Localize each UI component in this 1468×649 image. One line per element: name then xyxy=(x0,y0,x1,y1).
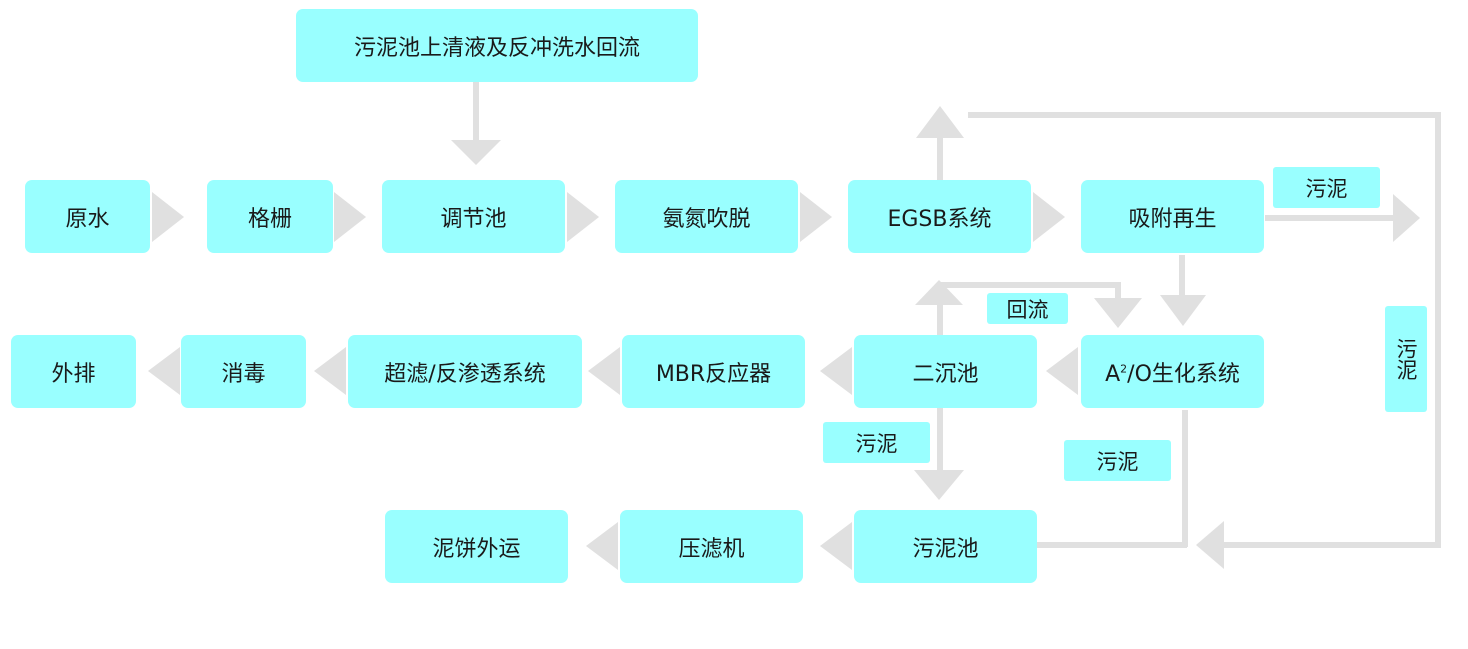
arrow-regulating-to-ammonia xyxy=(567,192,599,242)
arrow-press-to-cake xyxy=(586,522,618,570)
ao-sludge-vertical-line xyxy=(1182,410,1188,547)
arrow-disinfection-to-discharge xyxy=(148,347,180,395)
sludge-label-top: 污泥 xyxy=(1273,167,1380,208)
return-flow-text: 污泥池上清液及反冲洗水回流 xyxy=(353,35,640,61)
return-flow-arrowhead xyxy=(451,140,501,165)
sludge-label-left-text: 污泥 xyxy=(855,431,898,456)
return-label: 回流 xyxy=(987,293,1068,324)
ammonia-stripping-text: 氨氮吹脱 xyxy=(662,206,751,232)
uf-ro-text: 超滤/反渗透系统 xyxy=(384,361,546,387)
sludge-label-left: 污泥 xyxy=(823,422,930,463)
outer-return-arrowhead xyxy=(1196,521,1224,569)
arrow-ufro-to-disinfection xyxy=(314,347,346,395)
sludge-cake-text: 泥饼外运 xyxy=(432,536,521,562)
outer-bottom-line xyxy=(1220,542,1441,548)
disinfection-text: 消毒 xyxy=(221,361,266,387)
adsorption-box: 吸附再生 xyxy=(1081,180,1264,253)
disinfection-box: 消毒 xyxy=(181,335,306,408)
arrow-ao-to-clarifier xyxy=(1046,347,1078,395)
regulating-tank-text: 调节池 xyxy=(440,206,507,232)
uf-ro-box: 超滤/反渗透系统 xyxy=(348,335,582,408)
regulating-tank-box: 调节池 xyxy=(382,180,565,253)
return-flow-box: 污泥池上清液及反冲洗水回流 xyxy=(296,9,698,82)
arrow-egsb-to-adsorption xyxy=(1033,192,1065,242)
adsorption-text: 吸附再生 xyxy=(1128,206,1217,232)
return-label-text: 回流 xyxy=(1006,297,1049,322)
secondary-clarifier-text: 二沉池 xyxy=(912,361,979,387)
recycle-right-line xyxy=(1115,282,1121,298)
return-flow-line xyxy=(473,82,479,140)
adsorption-to-ao-arrowhead xyxy=(1160,295,1206,326)
clarifier-sludge-arrowhead xyxy=(914,470,964,500)
discharge-box: 外排 xyxy=(11,335,136,408)
egsb-up-line xyxy=(937,132,943,180)
ao-sludge-horizontal-line xyxy=(1037,542,1187,548)
grille-box: 格栅 xyxy=(207,180,333,253)
sludge-label-vertical-text: 污泥 xyxy=(1394,338,1418,380)
outer-right-line xyxy=(1435,112,1441,548)
a2o-suffix: /O生化系统 xyxy=(1127,361,1240,387)
adsorption-sludge-arrowhead xyxy=(1393,194,1420,242)
sludge-cake-box: 泥饼外运 xyxy=(385,510,568,583)
sludge-label-mid: 污泥 xyxy=(1064,440,1171,481)
adsorption-sludge-line xyxy=(1265,215,1393,221)
raw-water-text: 原水 xyxy=(65,206,110,232)
raw-water-box: 原水 xyxy=(25,180,150,253)
clarifier-sludge-line xyxy=(937,408,943,470)
arrow-ammonia-to-egsb xyxy=(800,192,832,242)
discharge-text: 外排 xyxy=(51,361,96,387)
outer-top-line xyxy=(968,112,1441,118)
recycle-up-line xyxy=(937,300,943,335)
recycle-up-arrowhead xyxy=(915,280,963,305)
arrow-sludge-tank-to-press xyxy=(820,522,852,570)
filter-press-box: 压滤机 xyxy=(620,510,803,583)
sludge-tank-text: 污泥池 xyxy=(912,536,979,562)
a2o-superscript: 2 xyxy=(1120,362,1128,376)
a2o-prefix: A xyxy=(1105,361,1121,387)
ammonia-stripping-box: 氨氮吹脱 xyxy=(615,180,798,253)
sludge-tank-box: 污泥池 xyxy=(854,510,1037,583)
sludge-label-mid-text: 污泥 xyxy=(1096,449,1139,474)
recycle-top-line xyxy=(940,282,1118,288)
sludge-label-top-text: 污泥 xyxy=(1305,176,1348,201)
a2o-text: A2/O生化系统 xyxy=(1105,356,1240,388)
sludge-label-vertical: 污泥 xyxy=(1385,306,1427,412)
egsb-text: EGSB系统 xyxy=(887,206,992,232)
grille-text: 格栅 xyxy=(247,206,292,232)
arrow-clarifier-to-mbr xyxy=(820,347,852,395)
arrow-mbr-to-ufro xyxy=(588,347,620,395)
egsb-box: EGSB系统 xyxy=(848,180,1031,253)
arrow-raw-to-grille xyxy=(152,192,184,242)
recycle-down-arrowhead xyxy=(1094,298,1142,328)
mbr-text: MBR反应器 xyxy=(655,361,772,387)
mbr-box: MBR反应器 xyxy=(622,335,805,408)
secondary-clarifier-box: 二沉池 xyxy=(854,335,1037,408)
a2o-box: A2/O生化系统 xyxy=(1081,335,1264,408)
egsb-up-arrowhead xyxy=(916,106,964,138)
adsorption-to-ao-line xyxy=(1179,255,1185,295)
arrow-grille-to-regulating xyxy=(334,192,366,242)
filter-press-text: 压滤机 xyxy=(678,536,745,562)
